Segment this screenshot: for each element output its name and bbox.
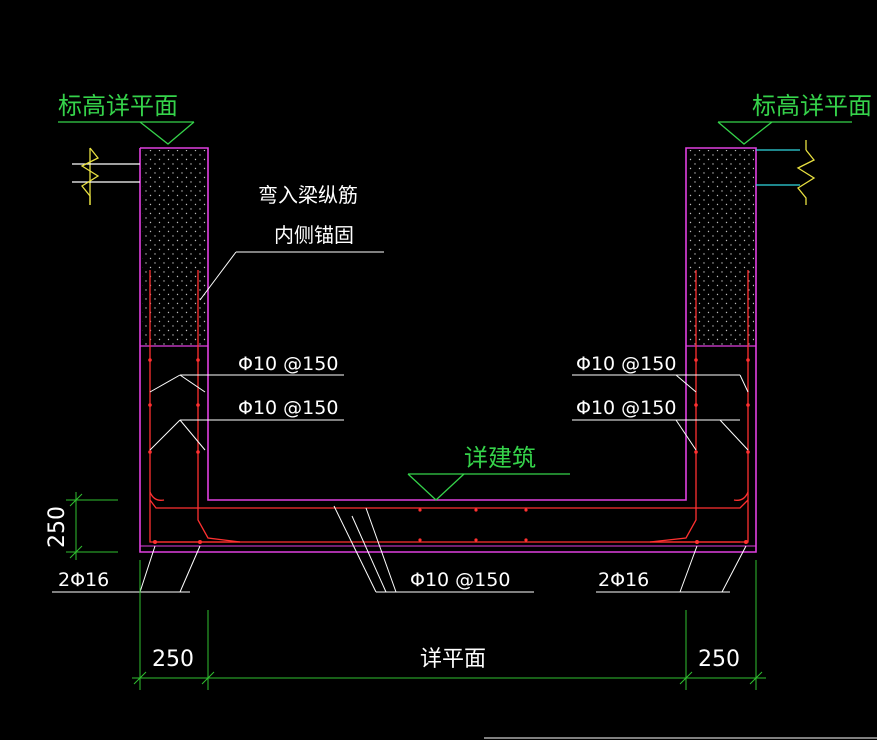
anchor-note-line1: 弯入梁纵筋: [258, 183, 358, 207]
architecture-mark-label: 详建筑: [464, 444, 536, 472]
elevation-label-right: 标高详平面: [752, 92, 872, 120]
rebar-dots: [148, 358, 750, 544]
rebar-label-left-upper: Φ10 @150: [238, 353, 338, 375]
dimension-middle-label: 详平面: [420, 647, 486, 672]
elevation-label-left: 标高详平面: [58, 92, 178, 120]
dimension-lines: [66, 492, 766, 690]
rebar-label-right-lower: Φ10 @150: [576, 397, 676, 419]
rebar-cage: [149, 270, 749, 543]
right-wall-break: [756, 140, 816, 205]
dimension-height-label: 250: [45, 506, 70, 548]
rebar-label-right-upper: Φ10 @150: [576, 353, 676, 375]
dimension-left-label: 250: [152, 647, 194, 672]
beam-outline: [139, 147, 757, 553]
elevation-marks: [58, 121, 852, 501]
rebar-label-bottom: Φ10 @150: [410, 569, 510, 591]
bar-label-left: 2Φ16: [58, 569, 109, 591]
leader-lines: [52, 251, 749, 593]
dimension-right-label: 250: [698, 647, 740, 672]
bar-label-right: 2Φ16: [598, 569, 649, 591]
left-wall-infill: [142, 150, 208, 346]
right-wall-infill: [688, 150, 754, 346]
left-wall-break: [72, 147, 140, 205]
anchor-note-line2: 内侧锚固: [274, 223, 354, 247]
rebar-label-left-lower: Φ10 @150: [238, 397, 338, 419]
